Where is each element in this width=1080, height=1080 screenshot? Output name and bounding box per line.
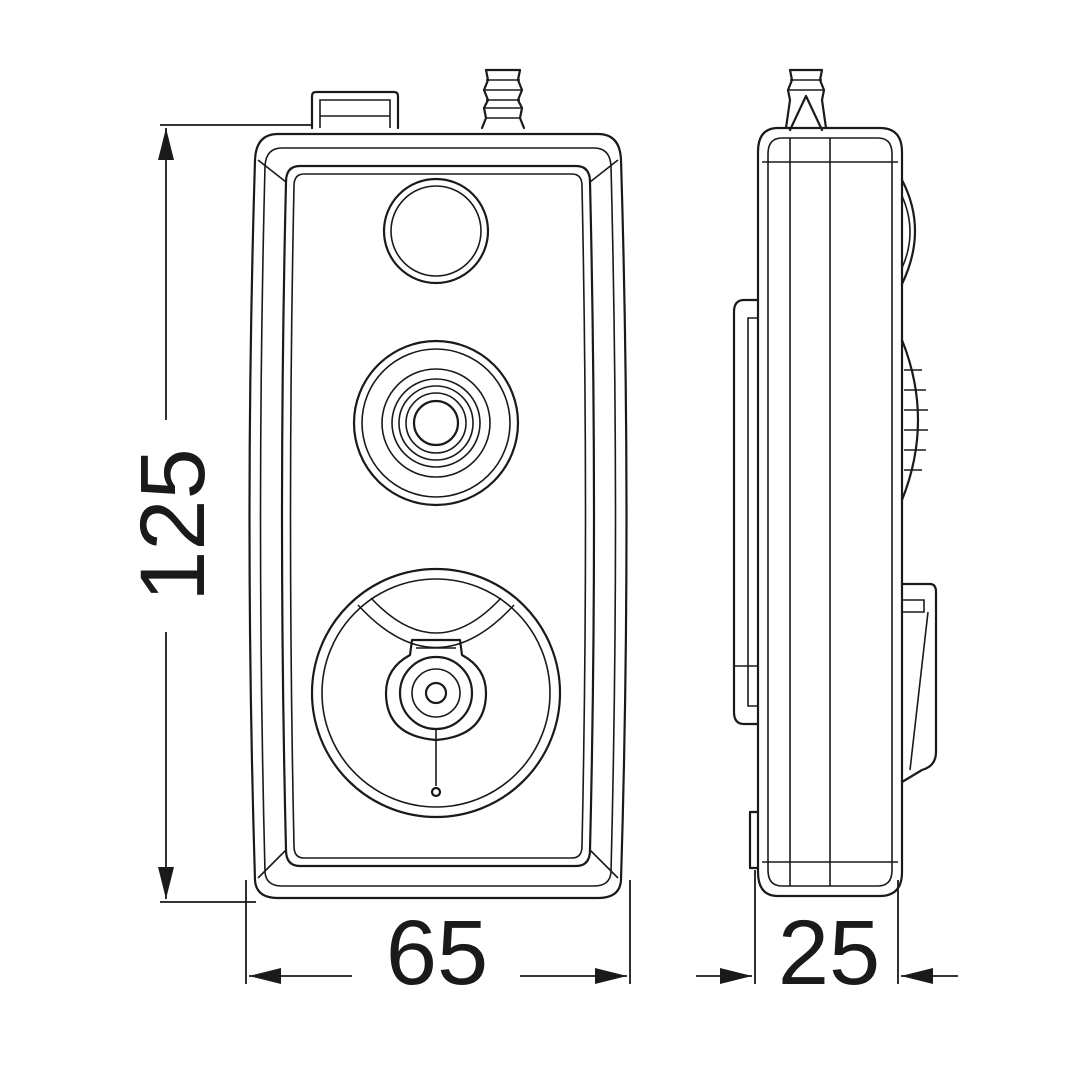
- height-dimension: 125: [122, 124, 312, 903]
- width-label: 65: [386, 902, 488, 1004]
- front-face-panel: [280, 164, 596, 868]
- depth-dimension: 25: [696, 870, 958, 1004]
- side-knob-top: [900, 178, 916, 286]
- side-knob-middle: [900, 338, 928, 502]
- rotary-dial: [310, 567, 562, 819]
- depth-label: 25: [778, 902, 880, 1004]
- height-label: 125: [122, 448, 224, 602]
- side-view: [732, 68, 938, 898]
- side-knob-bottom: [900, 582, 938, 808]
- width-dimension: 65: [245, 880, 631, 1004]
- front-body-outline: [248, 132, 628, 900]
- top-clip: [310, 90, 400, 130]
- side-body-outline: [756, 126, 904, 898]
- push-button: [352, 339, 520, 507]
- front-view: [248, 68, 628, 900]
- side-hose-connector: [784, 68, 828, 132]
- side-clip: [732, 298, 760, 726]
- indicator-light: [382, 177, 490, 285]
- hose-connector: [480, 68, 526, 130]
